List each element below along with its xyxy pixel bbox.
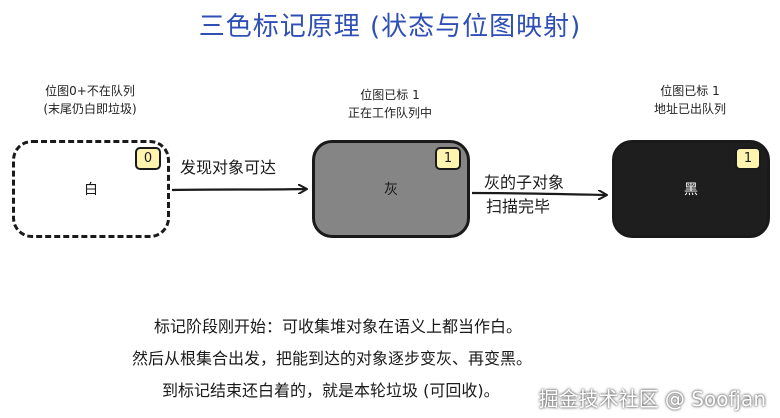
note-line-3: 到标记结束还白着的，就是本轮垃圾 (可回收)。	[162, 381, 500, 400]
note-line-2: 然后从根集合出发，把能到达的对象逐步变灰、再变黑。	[132, 349, 533, 368]
white-bit-badge: 0	[135, 147, 161, 170]
white-node-caption: 位图0+不在队列 (末尾仍白即垃圾)	[0, 82, 180, 118]
black-state-node: 1 黑	[612, 140, 770, 238]
white-to-grey-arrow	[171, 189, 306, 190]
black-node-caption-line1: 位图已标 1	[660, 84, 720, 98]
white-state-node: 0 白	[12, 140, 170, 238]
white-to-grey-label-line1: 发现对象可达	[180, 158, 277, 177]
grey-node-caption: 位图已标 1 正在工作队列中	[300, 86, 480, 122]
watermark: 掘金技术社区 @ Soofjan	[538, 387, 766, 411]
white-node-caption-line1: 位图0+不在队列	[45, 84, 135, 98]
black-bit-badge: 1	[735, 147, 761, 170]
grey-to-black-label-line2: 扫描完毕	[486, 197, 551, 216]
grey-bit-badge: 1	[435, 147, 461, 170]
white-to-grey-label: 发现对象可达	[180, 157, 276, 179]
note-line-1: 标记阶段刚开始：可收集堆对象在语义上都当作白。	[154, 317, 523, 336]
grey-state-label: 灰	[384, 182, 398, 198]
black-node-caption-line2: 地址已出队列	[653, 102, 726, 116]
grey-state-node: 1 灰	[312, 140, 470, 238]
white-state-label: 白	[84, 182, 98, 198]
grey-node-caption-line1: 位图已标 1	[360, 88, 420, 102]
black-node-caption: 位图已标 1 地址已出队列	[600, 82, 780, 118]
black-state-label: 黑	[684, 182, 698, 198]
grey-node-caption-line2: 正在工作队列中	[347, 106, 432, 120]
grey-to-black-label-line1: 灰的子对象	[484, 173, 565, 192]
diagram-title: 三色标记原理 (状态与位图映射)	[198, 12, 582, 42]
grey-to-black-label: 灰的子对象 扫描完毕	[484, 172, 564, 218]
white-node-caption-line2: (末尾仍白即垃圾)	[43, 102, 137, 116]
